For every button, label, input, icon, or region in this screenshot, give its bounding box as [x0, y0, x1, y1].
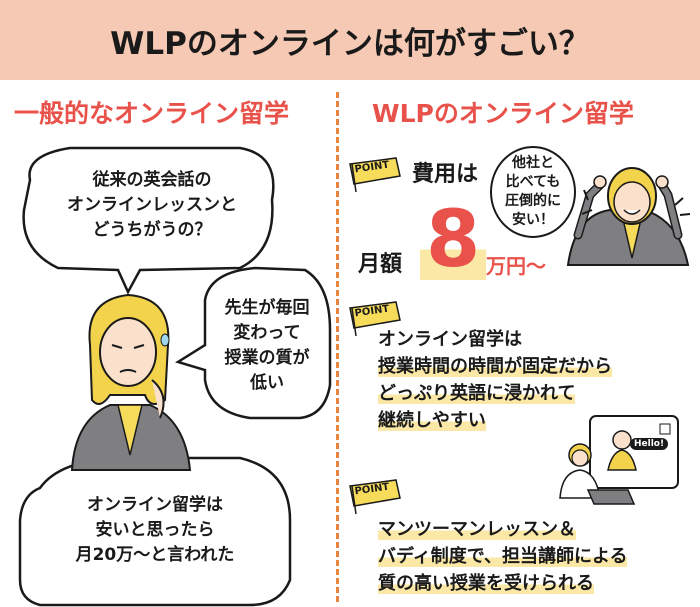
point-1-text: オンライン留学は 授業時間の時間が固定だから どっぷり英語に浸かれて 継続しやす… [378, 326, 612, 434]
bubble-top-line: オンラインレッスンと [67, 195, 237, 215]
point-2-text: マンツーマンレッスン＆ バディ制度で、担当講師による 質の高い授業を受けられる [378, 516, 628, 597]
bubble-right-text: 先生が毎回 変わって 授業の質が 低い [208, 296, 326, 396]
point-2-line: バディ制度で、担当講師による [378, 546, 628, 567]
bubble-top-line: どうちがうの？ [92, 220, 212, 240]
cheap-speech-bubble [490, 146, 576, 238]
page-title: WLPのオンラインは何がすごい？ [110, 25, 590, 62]
point-flag-1: POINT [348, 156, 404, 193]
flag-icon [349, 479, 401, 515]
flag-icon [349, 157, 401, 193]
left-column-title: 一般的なオンライン留学 [14, 99, 290, 128]
bubble-right-line: 変わって [233, 323, 301, 343]
worried-woman-illustration [70, 293, 192, 471]
bubble-top-text: 従来の英会話の オンラインレッスンと どうちがうの？ [48, 168, 256, 243]
hello-speech-tag: Hello! [630, 438, 669, 450]
speech-bubble-right [174, 266, 332, 420]
point-1-line: 継続しやすい [378, 410, 486, 431]
point-flag-2: POINT [348, 300, 404, 337]
cheap-line: 他社と [512, 155, 554, 171]
flag-icon [349, 301, 401, 337]
online-lesson-illustration [559, 415, 679, 505]
point-flag-3: POINT [348, 478, 404, 515]
cheap-line: 圧倒的に [505, 193, 561, 209]
bubble-bottom-line: オンライン留学は [87, 495, 223, 515]
cheap-line: 比べても [505, 174, 561, 190]
bubble-right-line: 先生が毎回 [224, 298, 310, 318]
speech-bubble-top [22, 146, 275, 295]
bubble-right-line: 低い [250, 373, 284, 393]
point-2-line: マンツーマンレッスン＆ [378, 519, 576, 540]
point-1-line: オンライン留学は [378, 329, 522, 350]
cheap-line: 安い！ [512, 212, 554, 228]
right-column-title: WLPのオンライン留学 [372, 99, 634, 128]
point-1-line: 授業時間の時間が固定だから [378, 356, 612, 377]
fee-monthly-label: 月額 [358, 252, 403, 277]
cheering-woman-illustration [566, 167, 691, 266]
point-1-line: どっぷり英語に浸かれて [378, 383, 576, 404]
header-banner: WLPのオンラインは何がすごい？ [0, 0, 700, 80]
point-2-line: 質の高い授業を受けられる [378, 573, 594, 594]
fee-amount: 8 [420, 200, 487, 280]
fee-label: 費用は [412, 162, 479, 187]
bubble-bottom-text: オンライン留学は 安いと思ったら 月20万〜と言われた [30, 493, 280, 568]
fee-unit: 万円〜 [486, 254, 546, 278]
bubble-right-line: 授業の質が [224, 348, 310, 368]
bubble-top-line: 従来の英会話の [92, 170, 212, 190]
cheap-bubble-text: 他社と 比べても 圧倒的に 安い！ [494, 154, 572, 230]
bubble-bottom-line: 月20万〜と言われた [75, 545, 235, 565]
column-divider [336, 92, 339, 602]
bubble-bottom-line: 安いと思ったら [95, 520, 215, 540]
